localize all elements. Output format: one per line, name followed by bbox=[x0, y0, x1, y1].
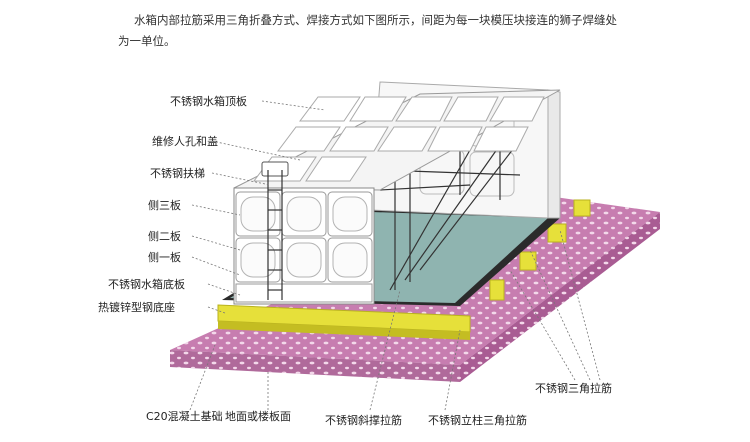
leader-lines bbox=[189, 100, 601, 411]
label-triangle-brace: 不锈钢三角拉筋 bbox=[535, 381, 612, 395]
label-ladder: 不锈钢扶梯 bbox=[150, 166, 205, 180]
label-bottom-panel: 不锈钢水箱底板 bbox=[108, 277, 185, 291]
internal-braces bbox=[379, 110, 521, 291]
label-floor: 地面或楼板面 bbox=[225, 409, 291, 423]
intro-text: 水箱内部拉筋采用三角折叠方式、焊接方式如下图所示，间距为每一块模压块接连的狮子焊… bbox=[118, 10, 678, 52]
intro-line-1: 水箱内部拉筋采用三角折叠方式、焊接方式如下图所示，间距为每一块模压块接连的狮子焊… bbox=[134, 13, 617, 27]
intro-line-2: 为一单位。 bbox=[118, 34, 176, 48]
label-steel-base: 热镀锌型钢底座 bbox=[98, 300, 175, 314]
label-side2: 侧二板 bbox=[148, 229, 181, 243]
label-diagonal-brace: 不锈钢斜撑拉筋 bbox=[325, 413, 402, 427]
manhole-cover bbox=[261, 161, 289, 177]
steel-base-beams bbox=[217, 199, 591, 340]
label-manhole: 维修人孔和盖 bbox=[152, 134, 218, 148]
side-panel-row-1 bbox=[235, 283, 373, 303]
label-side1: 侧一板 bbox=[148, 250, 181, 264]
label-side3: 侧三板 bbox=[148, 198, 181, 212]
side-panel-row-2 bbox=[235, 237, 373, 283]
label-top-panel: 不锈钢水箱顶板 bbox=[170, 94, 247, 108]
label-foundation: C20混凝土基础 bbox=[146, 409, 223, 423]
tank-front-wall bbox=[233, 187, 375, 305]
tank-top-plate bbox=[233, 89, 561, 191]
ladder bbox=[267, 170, 283, 300]
side-panel-row-3 bbox=[235, 191, 373, 237]
label-column-brace: 不锈钢立柱三角拉筋 bbox=[428, 413, 527, 427]
